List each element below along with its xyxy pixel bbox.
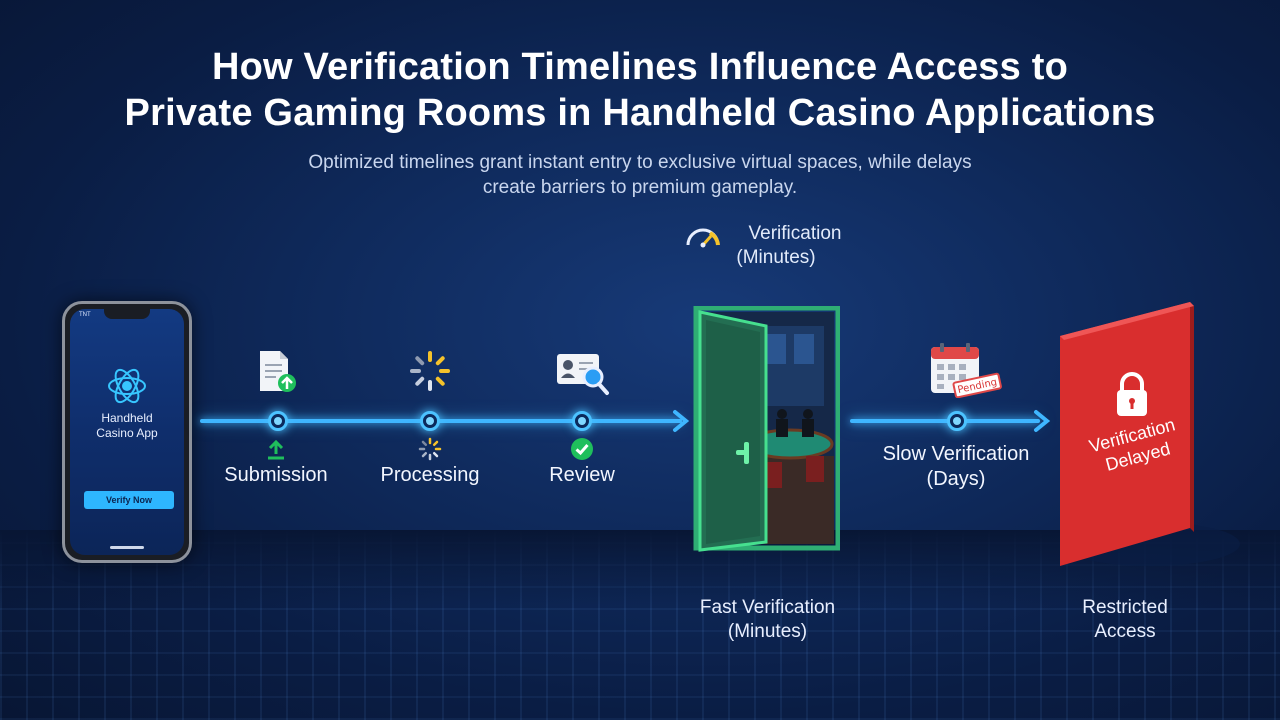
upload-small-icon bbox=[268, 439, 284, 460]
verify-now-button[interactable]: Verify Now bbox=[84, 491, 174, 509]
slow-verification-line-2: (Days) bbox=[926, 468, 986, 490]
timeline-line-delay bbox=[850, 419, 1040, 423]
top-badge-line-1: Verification bbox=[748, 223, 842, 244]
fast-verification-line-2: (Minutes) bbox=[727, 621, 808, 642]
id-magnifier-icon bbox=[557, 354, 609, 395]
restricted-access-line-2: Access bbox=[1094, 621, 1156, 642]
phone-device: TNT Handheld Casino App Verify Now bbox=[62, 301, 192, 563]
slow-verification-label: Slow Verification (Days) bbox=[866, 442, 1046, 492]
app-name-line-2: Casino App bbox=[96, 426, 158, 440]
fast-verification-label: Fast Verification (Minutes) bbox=[680, 596, 855, 644]
step-label-submission: Submission bbox=[224, 464, 328, 486]
app-logo-icon bbox=[108, 368, 146, 404]
restricted-access-line-1: Restricted bbox=[1082, 597, 1168, 618]
step-label-processing: Processing bbox=[380, 464, 480, 486]
title-line-2: Private Gaming Rooms in Handheld Casino … bbox=[124, 92, 1156, 134]
timeline-line-main bbox=[200, 419, 682, 423]
timeline-node-submission bbox=[268, 411, 288, 431]
verification-delayed-barrier: Verification Delayed bbox=[1040, 296, 1240, 581]
subtitle-line-2: create barriers to premium gameplay. bbox=[482, 177, 798, 198]
check-badge-icon bbox=[571, 438, 593, 460]
title-line-1: How Verification Timelines Influence Acc… bbox=[211, 46, 1069, 88]
fast-verification-line-1: Fast Verification bbox=[699, 597, 836, 618]
top-badge-line-2: (Minutes) bbox=[736, 247, 816, 268]
open-door-casino-room-icon bbox=[693, 305, 841, 552]
calendar-pending-icon: Pending bbox=[931, 343, 1002, 398]
phone-status-text: TNT bbox=[79, 312, 91, 318]
timeline-arrow-delay-icon bbox=[1034, 410, 1051, 432]
app-name: Handheld Casino App bbox=[70, 411, 184, 441]
spinner-small-icon bbox=[418, 437, 442, 461]
speed-gauge-icon bbox=[686, 228, 720, 248]
barrier-panel-icon bbox=[1060, 302, 1240, 566]
app-name-line-1: Handheld bbox=[101, 411, 153, 425]
timeline-node-slow bbox=[947, 411, 967, 431]
private-room-door bbox=[690, 305, 841, 561]
timeline-node-review bbox=[572, 411, 592, 431]
phone-notch bbox=[104, 309, 150, 319]
page-subtitle: Optimized timelines grant instant entry … bbox=[240, 150, 1040, 200]
phone-screen: TNT Handheld Casino App Verify Now bbox=[70, 309, 184, 555]
timeline-node-processing bbox=[420, 411, 440, 431]
page-title: How Verification Timelines Influence Acc… bbox=[0, 44, 1280, 136]
step-label-review: Review bbox=[549, 464, 615, 486]
document-upload-icon bbox=[260, 351, 296, 392]
timeline-arrow-main-icon bbox=[673, 410, 690, 432]
home-indicator bbox=[110, 546, 144, 549]
loading-spinner-icon bbox=[410, 351, 450, 391]
slow-verification-line-1: Slow Verification bbox=[882, 443, 1030, 465]
subtitle-line-1: Optimized timelines grant instant entry … bbox=[308, 152, 972, 173]
restricted-access-label: Restricted Access bbox=[1060, 596, 1190, 644]
top-verification-badge: Verification (Minutes) bbox=[680, 222, 870, 270]
